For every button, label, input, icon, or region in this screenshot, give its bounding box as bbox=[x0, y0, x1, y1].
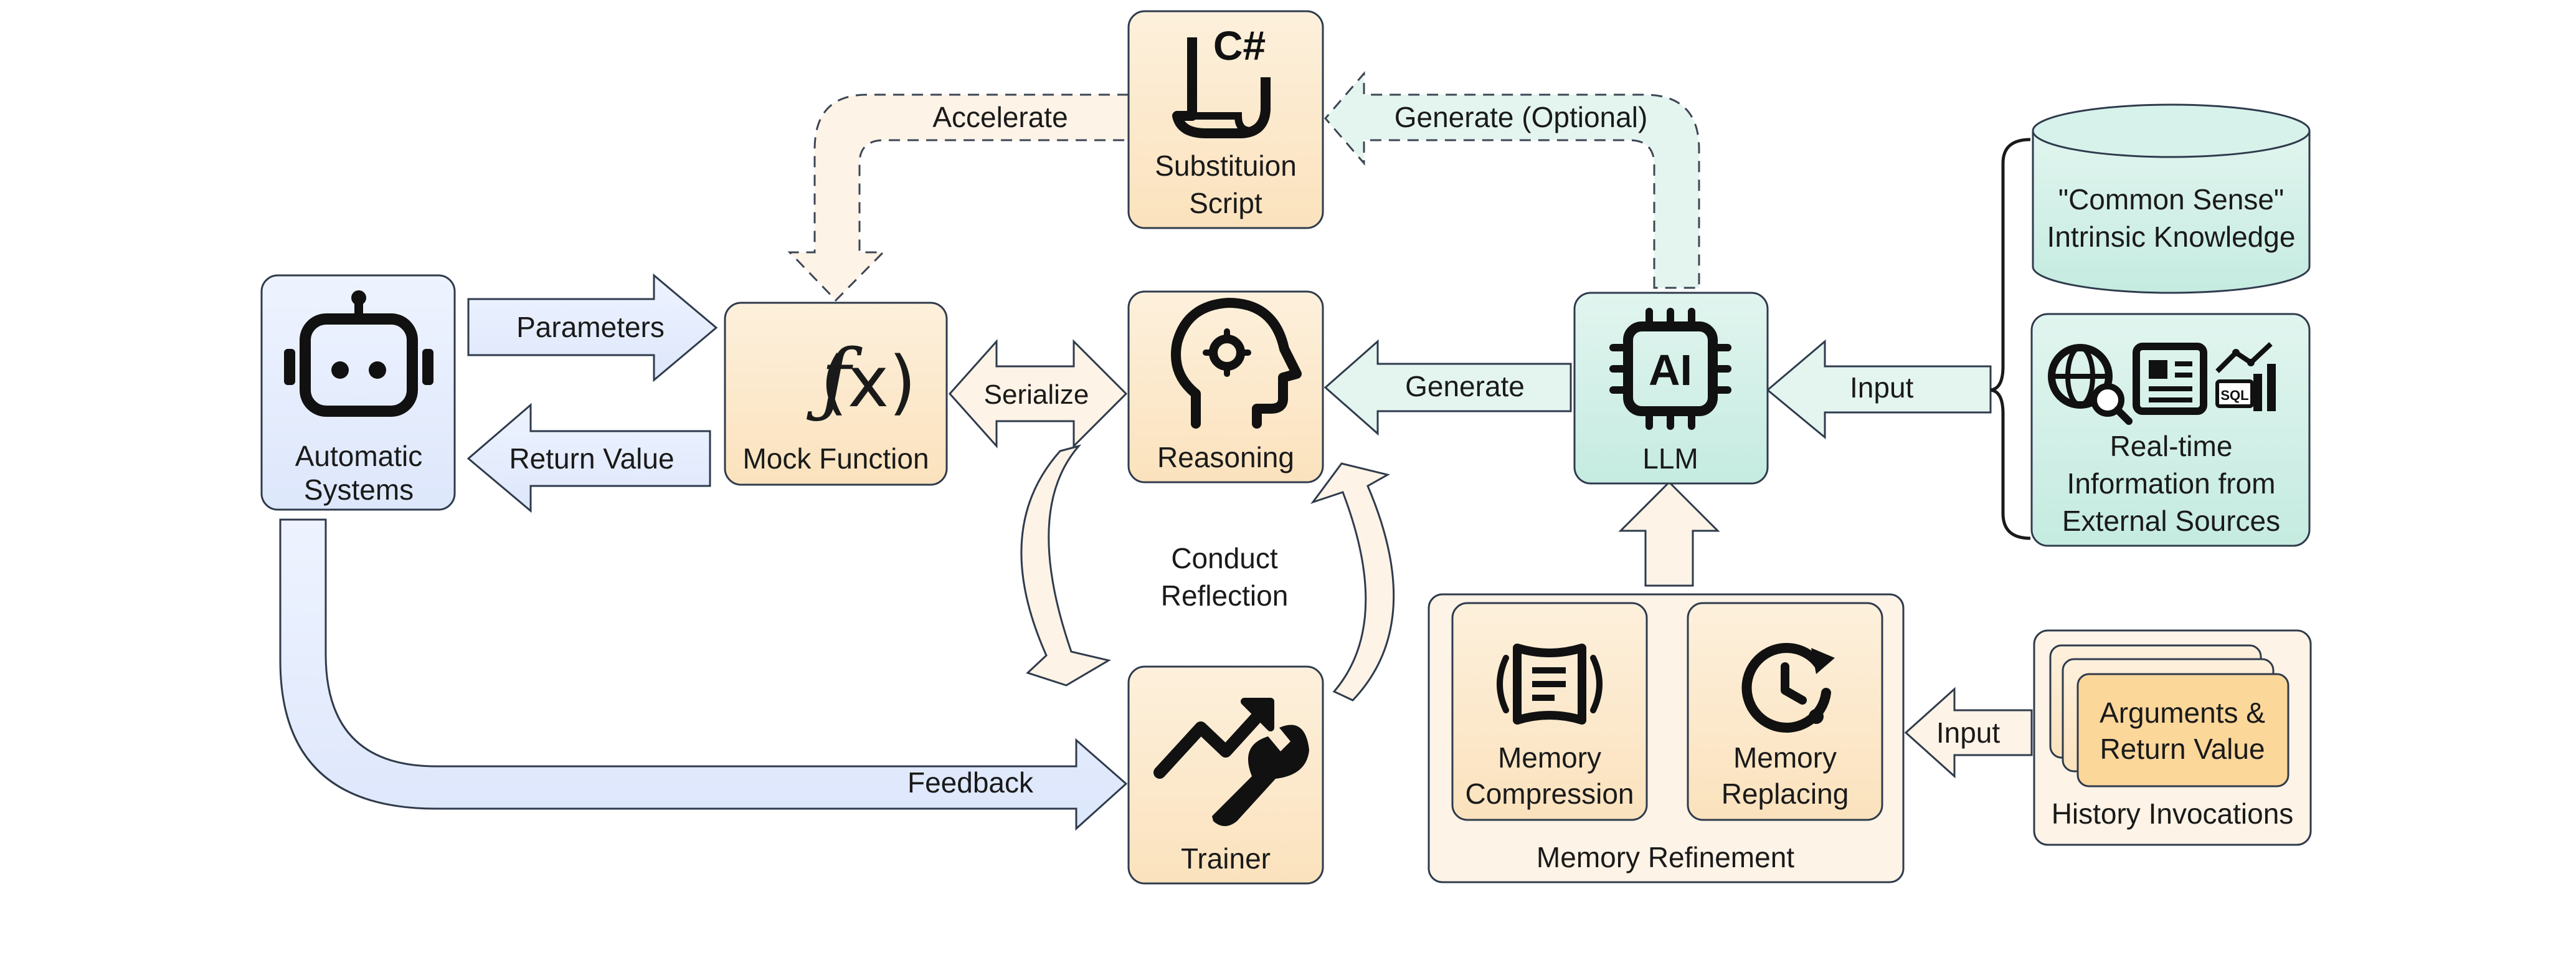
return-value-label: Return Value bbox=[509, 442, 674, 475]
database-cylinder-icon bbox=[2032, 103, 2311, 294]
real-time-label1: Real-time bbox=[2110, 430, 2233, 462]
feedback-label: Feedback bbox=[907, 766, 1034, 799]
input-top-label: Input bbox=[1850, 371, 1914, 404]
conduct-reflection-line1: Conduct bbox=[1171, 542, 1278, 574]
memory-compression-label1: Memory bbox=[1498, 741, 1601, 774]
serialize-label: Serialize bbox=[984, 379, 1089, 410]
serialize-arrow: Serialize bbox=[948, 339, 1128, 449]
trainer-node: Trainer bbox=[1127, 665, 1324, 885]
reflection-cycle: Conduct Reflection bbox=[1020, 444, 1395, 702]
substitution-script-label1: Substituion bbox=[1155, 150, 1297, 182]
memory-to-llm-arrow bbox=[1618, 480, 1720, 587]
accelerate-label: Accelerate bbox=[932, 101, 1068, 133]
return-value-arrow: Return Value bbox=[466, 402, 711, 513]
function-args-icon: (x) bbox=[820, 342, 916, 423]
ai-chip-icon: AI bbox=[1609, 308, 1731, 430]
history-card-line2: Return Value bbox=[2100, 733, 2265, 765]
history-invocations-node: Arguments & Return Value History Invocat… bbox=[2033, 629, 2312, 846]
automatic-systems-node: Automatic Systems bbox=[260, 274, 456, 511]
reflection-left-arrow bbox=[1020, 444, 1111, 687]
csharp-icon: C# bbox=[1172, 22, 1271, 138]
sql-chart-icon: SQL bbox=[2215, 342, 2276, 411]
automatic-systems-label2: Systems bbox=[304, 473, 414, 506]
automatic-systems-label1: Automatic bbox=[295, 440, 423, 472]
parameters-label: Parameters bbox=[516, 311, 665, 343]
common-sense-label1: "Common Sense" bbox=[2058, 183, 2284, 216]
common-sense-node: "Common Sense" Intrinsic Knowledge bbox=[2032, 103, 2311, 294]
history-invocations-label: History Invocations bbox=[2052, 797, 2294, 830]
scroll-icon bbox=[1497, 644, 1603, 725]
real-time-label3: External Sources bbox=[2062, 505, 2280, 537]
input-top-arrow: Input bbox=[1766, 339, 1992, 440]
input-bottom-label: Input bbox=[1936, 716, 2001, 749]
generate-arrow: Generate bbox=[1324, 339, 1572, 436]
parameters-arrow: Parameters bbox=[467, 273, 718, 383]
memory-compression-label2: Compression bbox=[1466, 778, 1634, 810]
substitution-script-node: C# Substituion Script bbox=[1127, 10, 1324, 229]
clock-replace-icon bbox=[1741, 643, 1835, 733]
trainer-label: Trainer bbox=[1181, 842, 1271, 875]
real-time-label2: Information from bbox=[2067, 467, 2276, 500]
memory-refinement-label: Memory Refinement bbox=[1537, 841, 1794, 873]
real-time-node: SQL Real-time Information from External … bbox=[2030, 313, 2311, 547]
memory-replacing-node: Memory Replacing bbox=[1687, 602, 1883, 821]
mock-function-label: Mock Function bbox=[742, 442, 929, 475]
robot-icon bbox=[284, 290, 433, 417]
memory-compression-node: Memory Compression bbox=[1451, 602, 1648, 821]
trend-wrench-icon bbox=[1153, 698, 1309, 826]
memory-replacing-label2: Replacing bbox=[1721, 778, 1849, 810]
substitution-script-label2: Script bbox=[1189, 187, 1262, 219]
accelerate-arrow: Accelerate bbox=[787, 93, 1130, 302]
head-gear-icon bbox=[1171, 298, 1302, 429]
svg-text:C#: C# bbox=[1213, 22, 1266, 69]
memory-replacing-label1: Memory bbox=[1733, 741, 1837, 774]
common-sense-label2: Intrinsic Knowledge bbox=[2047, 221, 2296, 253]
generate-optional-label: Generate (Optional) bbox=[1395, 101, 1648, 133]
input-bottom-arrow: Input bbox=[1904, 687, 2033, 779]
generate-optional-arrow: Generate (Optional) bbox=[1324, 70, 1700, 289]
sources-bracket bbox=[1990, 138, 2031, 540]
svg-text:AI: AI bbox=[1649, 346, 1692, 394]
llm-node: AI LLM bbox=[1573, 292, 1769, 485]
history-card-front bbox=[2076, 673, 2290, 787]
feedback-arrow: Feedback bbox=[279, 518, 1128, 831]
conduct-reflection-line2: Reflection bbox=[1161, 579, 1289, 612]
svg-text:SQL: SQL bbox=[2220, 388, 2248, 403]
reasoning-node: Reasoning bbox=[1127, 290, 1324, 483]
memory-refinement-node: Memory Refinement Memory Compression bbox=[1428, 593, 1905, 883]
reasoning-label: Reasoning bbox=[1157, 441, 1294, 473]
mock-function-node: ƒ (x) Mock Function bbox=[724, 302, 948, 486]
llm-label: LLM bbox=[1642, 442, 1698, 475]
generate-label: Generate bbox=[1405, 370, 1525, 402]
newspaper-icon bbox=[2133, 343, 2207, 415]
globe-search-icon bbox=[2048, 344, 2133, 425]
reflection-right-arrow bbox=[1310, 462, 1395, 702]
history-card-line1: Arguments & bbox=[2100, 697, 2265, 729]
